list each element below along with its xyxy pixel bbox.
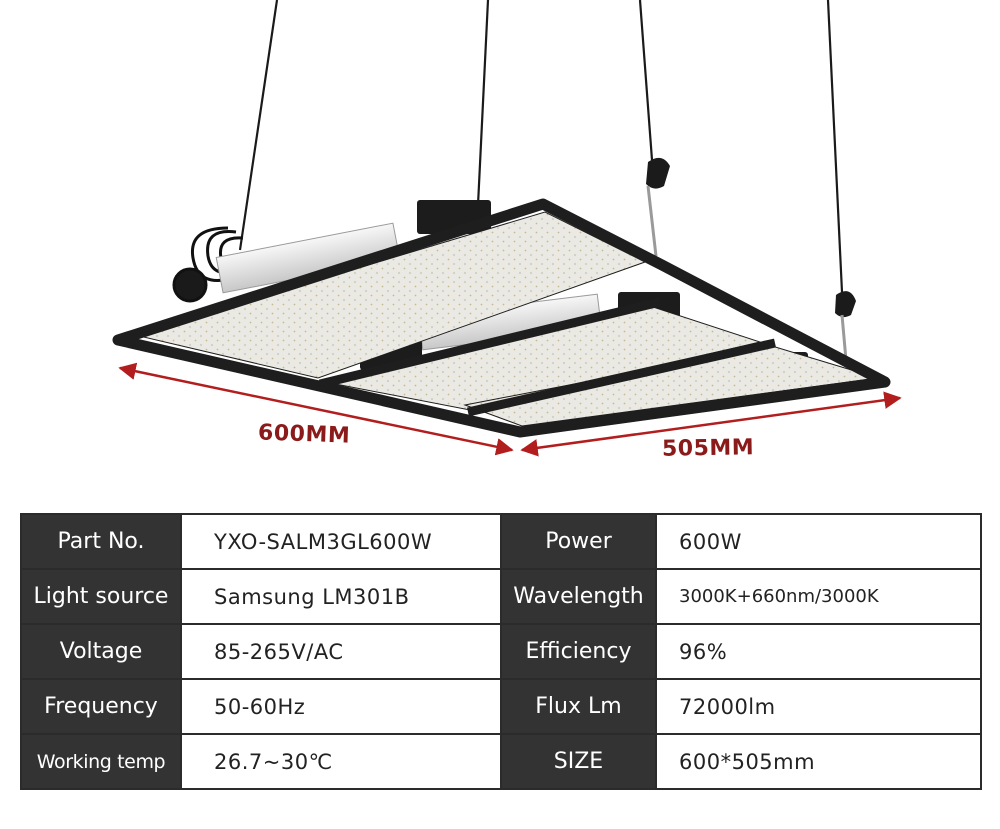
spec-label: Light source [20, 568, 182, 625]
table-row: Voltage 85-265V/AC Efficiency 96% [20, 623, 982, 680]
spec-value: 85-265V/AC [180, 623, 502, 680]
depth-dimension-arrow [520, 391, 902, 457]
rope-ratchet-hangers [646, 157, 856, 361]
table-row: Frequency 50-60Hz Flux Lm 72000lm [20, 678, 982, 735]
spec-label: Voltage [20, 623, 182, 680]
spec-value: YXO-SALM3GL600W [180, 513, 502, 570]
grow-light-illustration [112, 0, 902, 457]
spec-value: 50-60Hz [180, 678, 502, 735]
spec-value: 96% [655, 623, 982, 680]
spec-value: 26.7~30℃ [180, 733, 502, 790]
spec-label: Wavelength [500, 568, 657, 625]
table-row: Part No. YXO-SALM3GL600W Power 600W [20, 513, 982, 570]
table-row: Light source Samsung LM301B Wavelength 3… [20, 568, 982, 625]
spec-label: Power [500, 513, 657, 570]
spec-label: Flux Lm [500, 678, 657, 735]
depth-dimension-label: 505MM [661, 435, 755, 462]
spec-label: SIZE [500, 733, 657, 790]
spec-label: Working temp [20, 733, 182, 790]
table-row: Working temp 26.7~30℃ SIZE 600*505mm [20, 733, 982, 790]
spec-value: 3000K+660nm/3000K [655, 568, 982, 625]
spec-label: Part No. [20, 513, 182, 570]
spec-value: 72000lm [655, 678, 982, 735]
spec-value: Samsung LM301B [180, 568, 502, 625]
spec-label: Frequency [20, 678, 182, 735]
width-dimension-arrow [118, 362, 514, 456]
spec-value: 600W [655, 513, 982, 570]
spec-value: 600*505mm [655, 733, 982, 790]
hanging-cables [238, 0, 844, 293]
spec-label: Efficiency [500, 623, 657, 680]
spec-table: Part No. YXO-SALM3GL600W Power 600W Ligh… [20, 513, 982, 790]
width-dimension-label: 600MM [257, 420, 351, 449]
